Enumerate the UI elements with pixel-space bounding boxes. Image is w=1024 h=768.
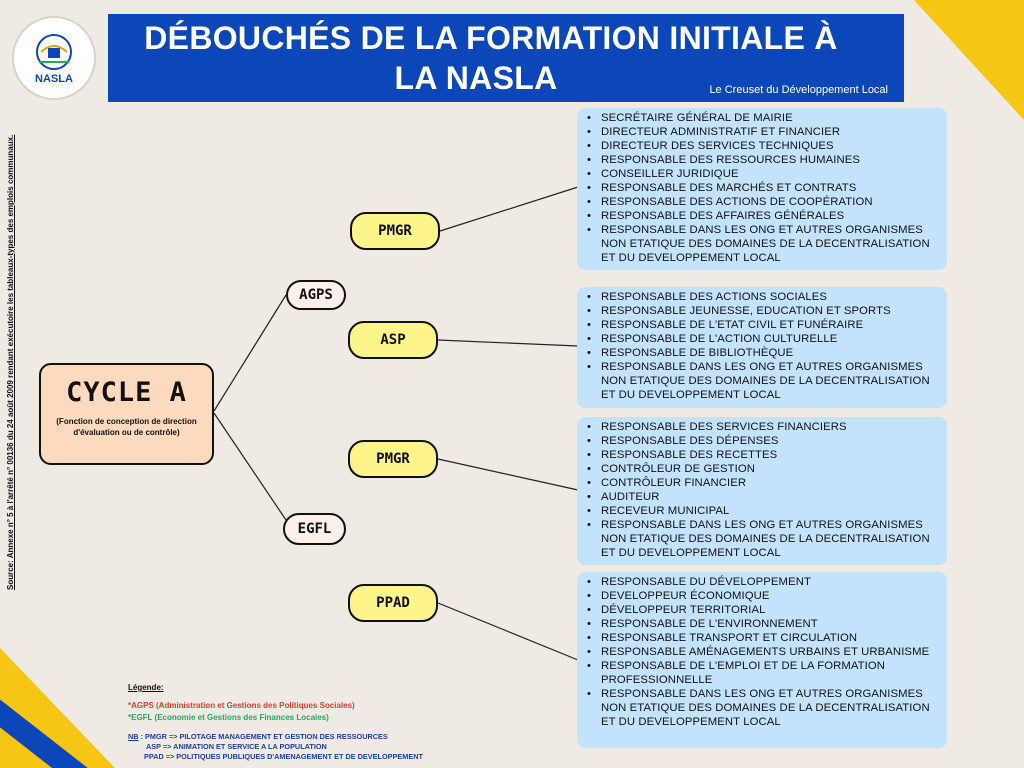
- cycle-subtitle: (Fonction de conception de direction d'é…: [56, 417, 197, 437]
- cycle-title: CYCLE A: [66, 377, 187, 408]
- jobs-list: RESPONSABLE DES SERVICES FINANCIERS RESP…: [581, 420, 941, 560]
- nb-row-pmgr: NB : PMGR => PILOTAGE MANAGEMENT ET GEST…: [128, 732, 423, 742]
- jobs-panel-pmgr-1: SECRÉTAIRE GÉNÉRAL DE MAIRIE DIRECTEUR A…: [577, 108, 947, 270]
- job-item: RESPONSABLE DES ACTIONS SOCIALES: [581, 290, 941, 304]
- job-item: RESPONSABLE DE L'ACTION CULTURELLE: [581, 332, 941, 346]
- job-item: RESPONSABLE DES DÉPENSES: [581, 434, 941, 448]
- legend: Légende: *AGPS (Administration et Gestio…: [128, 683, 355, 722]
- nb-asp: ASP => ANIMATION ET SERVICE A LA POPULAT…: [146, 742, 327, 751]
- job-item: RESPONSABLE DES RESSOURCES HUMAINES: [581, 153, 941, 167]
- job-item: RESPONSABLE DE L'ENVIRONNEMENT: [581, 617, 941, 631]
- job-item: CONTRÔLEUR FINANCIER: [581, 476, 941, 490]
- nb-ppad: PPAD => POLITIQUES PUBLIQUES D'AMENAGEME…: [144, 752, 423, 761]
- group-node-agps: AGPS: [286, 280, 346, 310]
- link-cycle-egfl: [213, 412, 287, 521]
- job-item: RECEVEUR MUNICIPAL: [581, 504, 941, 518]
- job-item: DÉVELOPPEUR TERRITORIAL: [581, 603, 941, 617]
- job-item: RESPONSABLE DES SERVICES FINANCIERS: [581, 420, 941, 434]
- job-item: RESPONSABLE DANS LES ONG ET AUTRES ORGAN…: [581, 223, 941, 265]
- job-item: DEVELOPPEUR ÉCONOMIQUE: [581, 589, 941, 603]
- link-cycle-agps: [213, 294, 287, 412]
- job-item: DIRECTEUR DES SERVICES TECHNIQUES: [581, 139, 941, 153]
- job-item: RESPONSABLE DE BIBLIOTHÈQUE: [581, 346, 941, 360]
- job-item: RESPONSABLE DES AFFAIRES GÉNÉRALES: [581, 209, 941, 223]
- job-item: AUDITEUR: [581, 490, 941, 504]
- jobs-panel-pmgr-2: RESPONSABLE DES SERVICES FINANCIERS RESP…: [577, 417, 947, 565]
- program-node-pmgr-1: PMGR: [350, 212, 440, 250]
- jobs-panel-asp: RESPONSABLE DES ACTIONS SOCIALES RESPONS…: [577, 287, 947, 408]
- link-ppad-panel: [437, 602, 579, 661]
- job-item: RESPONSABLE AMÉNAGEMENTS URBAINS ET URBA…: [581, 645, 941, 659]
- job-item: RESPONSABLE DES MARCHÉS ET CONTRATS: [581, 181, 941, 195]
- job-item: DIRECTEUR ADMINISTRATIF ET FINANCIER: [581, 125, 941, 139]
- link-pmgr2-panel: [437, 458, 579, 491]
- source-note: Source: Annexe n° 5 à l'arrêté n° 00136 …: [6, 134, 15, 590]
- group-node-egfl: EGFL: [283, 513, 346, 545]
- program-node-ppad: PPAD: [348, 584, 438, 622]
- job-item: CONSEILLER JURIDIQUE: [581, 167, 941, 181]
- nb-label: NB: [128, 732, 139, 741]
- job-item: CONTRÔLEUR DE GESTION: [581, 462, 941, 476]
- slogan: Le Creuset du Développement Local: [709, 84, 888, 96]
- jobs-list: RESPONSABLE DU DÉVELOPPEMENT DEVELOPPEUR…: [581, 575, 941, 729]
- job-item: RESPONSABLE DES RECETTES: [581, 448, 941, 462]
- page-title-line-1: DÉBOUCHÉS DE LA FORMATION INITIALE À: [144, 20, 838, 56]
- title-banner: DÉBOUCHÉS DE LA FORMATION INITIALE À LA …: [108, 14, 904, 102]
- legend-egfl: *EGFL (Economie et Gestions des Finances…: [128, 713, 329, 722]
- job-item: RESPONSABLE DES ACTIONS DE COOPÉRATION: [581, 195, 941, 209]
- job-item: RESPONSABLE DANS LES ONG ET AUTRES ORGAN…: [581, 360, 941, 402]
- program-node-pmgr-2: PMGR: [348, 440, 438, 478]
- program-node-asp: ASP: [348, 321, 438, 359]
- link-asp-panel: [437, 339, 579, 347]
- logo-text: NASLA: [35, 72, 73, 85]
- legend-agps: *AGPS (Administration et Gestions des Po…: [128, 701, 355, 710]
- job-item: RESPONSABLE DANS LES ONG ET AUTRES ORGAN…: [581, 687, 941, 729]
- abbreviation-notes: NB : PMGR => PILOTAGE MANAGEMENT ET GEST…: [128, 732, 423, 762]
- cycle-a-box: CYCLE A (Fonction de conception de direc…: [39, 363, 214, 465]
- job-item: RESPONSABLE JEUNESSE, EDUCATION ET SPORT…: [581, 304, 941, 318]
- legend-title: Légende:: [128, 683, 164, 692]
- nasla-logo: NASLA: [12, 16, 96, 100]
- jobs-list: SECRÉTAIRE GÉNÉRAL DE MAIRIE DIRECTEUR A…: [581, 111, 941, 265]
- logo-emblem-icon: [36, 33, 72, 70]
- page-title-line-2: LA NASLA: [394, 60, 558, 96]
- link-pmgr1-panel: [439, 186, 579, 232]
- corner-decoration-bottom-left: [0, 618, 130, 768]
- jobs-list: RESPONSABLE DES ACTIONS SOCIALES RESPONS…: [581, 290, 941, 402]
- nb-pmgr: : PMGR => PILOTAGE MANAGEMENT ET GESTION…: [140, 732, 388, 741]
- jobs-panel-ppad: RESPONSABLE DU DÉVELOPPEMENT DEVELOPPEUR…: [577, 572, 947, 748]
- job-item: RESPONSABLE DANS LES ONG ET AUTRES ORGAN…: [581, 518, 941, 560]
- job-item: RESPONSABLE DE L'EMPLOI ET DE LA FORMATI…: [581, 659, 941, 687]
- job-item: SECRÉTAIRE GÉNÉRAL DE MAIRIE: [581, 111, 941, 125]
- job-item: RESPONSABLE DU DÉVELOPPEMENT: [581, 575, 941, 589]
- job-item: RESPONSABLE TRANSPORT ET CIRCULATION: [581, 631, 941, 645]
- job-item: RESPONSABLE DE L'ETAT CIVIL ET FUNÉRAIRE: [581, 318, 941, 332]
